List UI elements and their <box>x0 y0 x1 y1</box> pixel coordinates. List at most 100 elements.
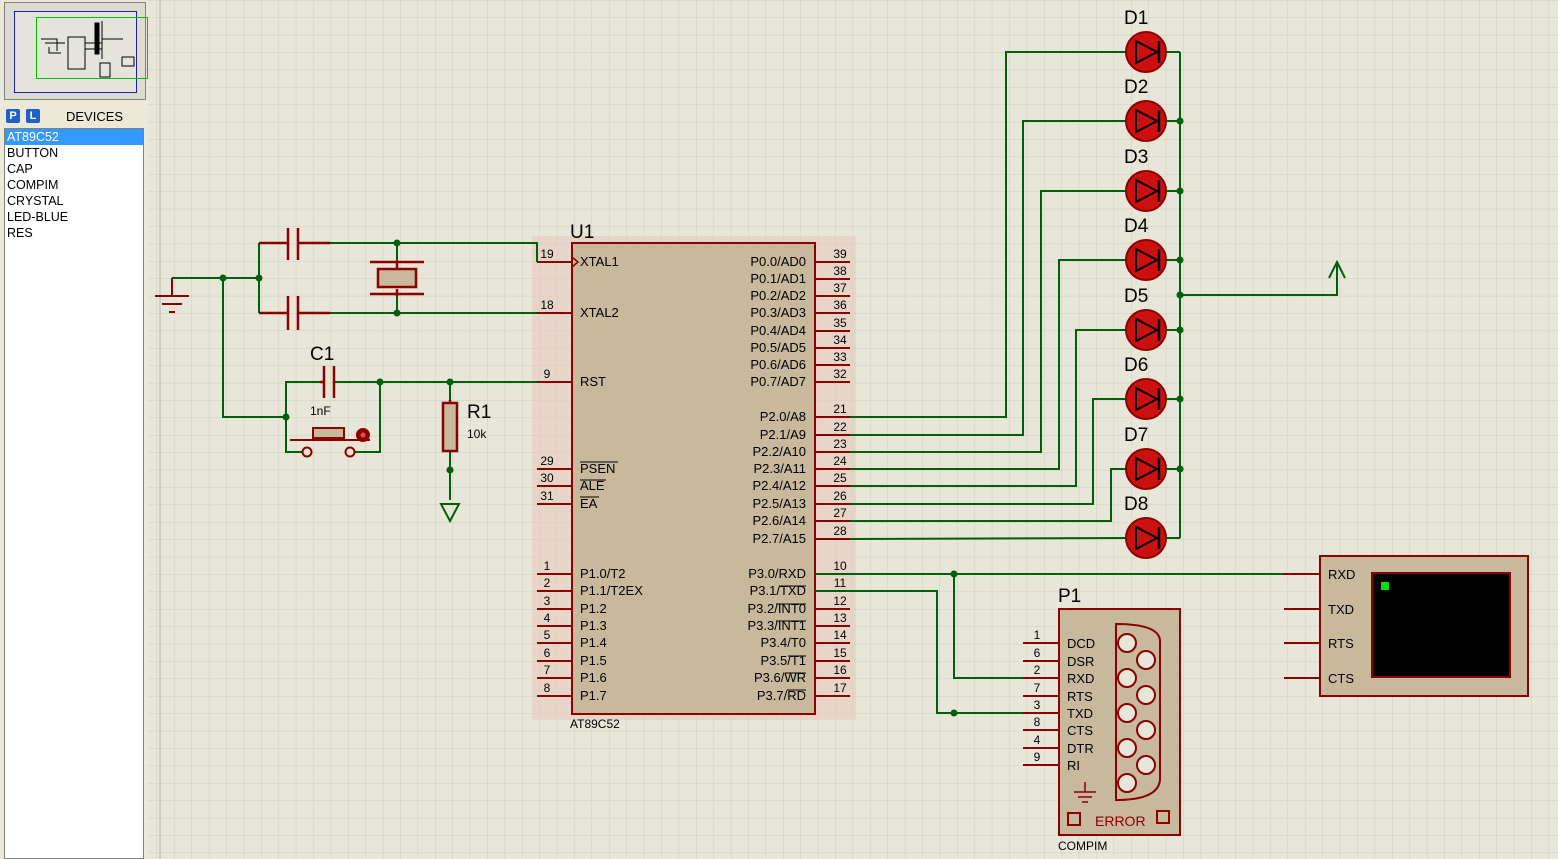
mcu-pin-number: 16 <box>833 663 847 677</box>
compim-status: ERROR <box>1095 813 1146 829</box>
compim-pin-number: 6 <box>1034 646 1041 660</box>
led-d5[interactable]: D5 <box>1124 286 1180 351</box>
ground-arrow-reset <box>439 503 461 524</box>
mcu-pin-number: 37 <box>833 281 847 295</box>
device-item[interactable]: COMPIM <box>7 178 59 192</box>
crystal-capacitor-bottom[interactable] <box>259 296 330 330</box>
mcu-pin-number: 9 <box>544 367 551 381</box>
mcu-pin-name: EA <box>580 496 598 511</box>
pick-devices-button[interactable]: P <box>6 109 20 123</box>
compim-part: COMPIM <box>1058 839 1107 853</box>
mcu-pin-number: 15 <box>833 646 847 660</box>
mcu-pin-name: XTAL1 <box>580 254 619 269</box>
terminal-screen[interactable] <box>1371 572 1511 678</box>
led-d2[interactable]: D2 <box>1124 77 1180 142</box>
compim-pin-name: RTS <box>1067 689 1093 704</box>
led-wire <box>850 120 1125 436</box>
compim-p1[interactable]: P1 COMPIM 1DCD6DSR2RXD7RTS3TXD8CTS4DTR9R… <box>1023 586 1181 853</box>
mcu-pin-number: 24 <box>833 454 847 468</box>
led-label: D6 <box>1124 355 1148 376</box>
mcu-pin-name: P1.5 <box>580 653 607 668</box>
capacitor-c1[interactable] <box>320 366 336 398</box>
mcu-pin-name: P2.1/A9 <box>760 427 806 442</box>
led-wire <box>850 51 1125 418</box>
mcu-pin-number: 10 <box>833 559 847 573</box>
mcu-pin-name: P1.4 <box>580 635 607 650</box>
mcu-pin-number: 22 <box>833 420 847 434</box>
mcu-pin-name: P3.7/RD <box>757 688 806 703</box>
mcu-pin-name: P2.3/A11 <box>753 461 806 476</box>
devices-header: P L DEVICES <box>4 106 144 126</box>
led-wire <box>850 190 1125 453</box>
overview-sheet-frame <box>14 11 137 93</box>
mcu-pin-name: P0.5/AD5 <box>750 340 806 355</box>
device-item[interactable]: LED-BLUE <box>7 210 69 224</box>
compim-pin-number: 3 <box>1034 698 1041 712</box>
led-triangle-icon <box>1135 247 1160 273</box>
overview-thumbnail <box>41 21 135 78</box>
device-item[interactable]: CAP <box>7 162 33 176</box>
mcu-pin-number: 27 <box>833 506 847 520</box>
db9-holes <box>1117 633 1156 793</box>
mcu-pin-name: P1.1/T2EX <box>580 583 643 598</box>
mcu-pin-name: P0.7/AD7 <box>750 374 806 389</box>
device-item[interactable]: AT89C52 <box>5 129 143 145</box>
mcu-pin-name: P2.5/A13 <box>753 496 807 511</box>
resistor-r1-ref: R1 <box>467 402 491 423</box>
device-item[interactable]: RES <box>7 226 33 240</box>
terminal-pin-name: RTS <box>1328 636 1354 651</box>
mcu-pin-name: RST <box>580 374 606 389</box>
mcu-ref: U1 <box>570 222 594 243</box>
mcu-pin-number: 1 <box>544 559 551 573</box>
mcu-pin-number: 34 <box>833 333 847 347</box>
compim-led-left <box>1067 812 1081 826</box>
crystal-capacitor-top[interactable] <box>259 228 330 260</box>
led-triangle-icon <box>1135 525 1160 551</box>
led-d8[interactable]: D8 <box>1124 494 1180 559</box>
db9-hole <box>1117 773 1137 793</box>
mcu-pin-number: 31 <box>540 489 554 503</box>
device-item[interactable]: CRYSTAL <box>7 194 64 208</box>
overview-viewport[interactable] <box>36 17 148 79</box>
led-label: D3 <box>1124 147 1148 168</box>
mcu-pin-name: P1.6 <box>580 670 607 685</box>
mcu-pin-number: 25 <box>833 471 847 485</box>
compim-pin-name: DTR <box>1067 741 1094 756</box>
led-d7[interactable]: D7 <box>1124 425 1180 490</box>
mcu-pin-name: P0.2/AD2 <box>750 288 806 303</box>
led-d1[interactable]: D1 <box>1124 8 1180 73</box>
db9-hole <box>1117 738 1137 758</box>
crystal[interactable] <box>370 260 424 296</box>
resistor-r1[interactable] <box>441 400 459 453</box>
device-item[interactable]: BUTTON <box>7 146 59 160</box>
resistor-r1-value: 10k <box>467 427 487 441</box>
mcu-pin-number: 28 <box>833 524 847 538</box>
overview-window[interactable] <box>4 2 148 100</box>
mcu-pin-number: 26 <box>833 489 847 503</box>
led-triangle-icon <box>1135 386 1160 412</box>
led-d4[interactable]: D4 <box>1124 216 1180 281</box>
db9-hole <box>1117 703 1137 723</box>
junction-common <box>1176 291 1184 299</box>
led-triangle-icon <box>1135 108 1160 134</box>
mcu-body <box>571 242 816 715</box>
mcu-pin-name: ALE <box>580 478 605 493</box>
capacitor-c1-ref: C1 <box>310 344 334 365</box>
compim-pin-number: 9 <box>1034 750 1041 764</box>
compim-pin-name: RXD <box>1067 671 1094 686</box>
junction-dots-reset <box>282 378 454 474</box>
led-d3[interactable]: D3 <box>1124 147 1180 212</box>
led-triangle-icon <box>1135 456 1160 482</box>
mcu-pin-number: 32 <box>833 367 847 381</box>
reset-button[interactable] <box>290 427 370 458</box>
led-d6[interactable]: D6 <box>1124 355 1180 420</box>
compim-pin-number: 2 <box>1034 663 1041 677</box>
mcu-pin-number: 30 <box>540 471 554 485</box>
library-manager-button[interactable]: L <box>26 109 40 123</box>
